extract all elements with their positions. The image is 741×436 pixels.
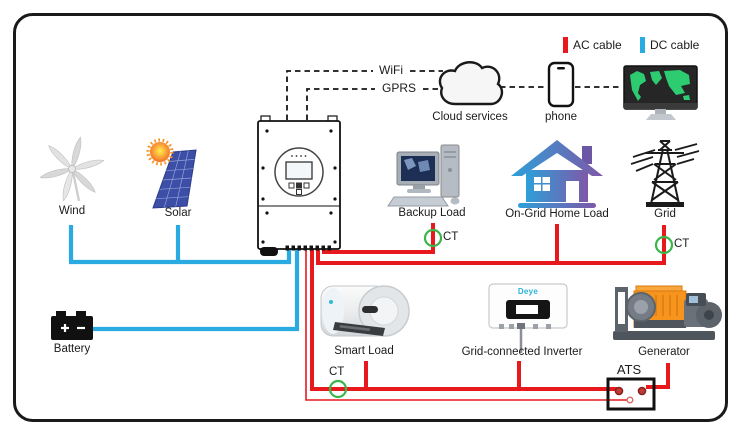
cloud-services-label: Cloud services	[432, 111, 508, 123]
battery-label: Battery	[53, 343, 91, 355]
phone-icon	[547, 61, 575, 108]
backup-load-label: Backup Load	[398, 207, 466, 219]
monitor-icon	[623, 65, 698, 120]
house-icon	[511, 140, 603, 208]
ct-ring-grid	[654, 235, 674, 255]
string-inverter-icon	[488, 283, 568, 329]
ct-label-smartload: CT	[329, 366, 345, 378]
diagram-border	[13, 13, 728, 422]
ats-box	[606, 377, 656, 411]
generator-icon	[613, 285, 722, 340]
wind-label: Wind	[58, 205, 86, 217]
generator-label: Generator	[638, 346, 690, 358]
comm-links	[286, 70, 621, 120]
dc-cable-swatch	[640, 37, 645, 53]
ongrid-home-load-label: On-Grid Home Load	[505, 208, 609, 220]
hybrid-inverter-icon	[257, 115, 341, 256]
dc-cables	[68, 225, 300, 332]
computer-icon	[387, 144, 460, 207]
gprs-label: GPRS	[378, 81, 420, 96]
water-heater-icon	[320, 285, 410, 337]
ct-markers	[328, 228, 674, 399]
sun-icon	[146, 138, 174, 166]
ct-ring-backup	[423, 228, 443, 248]
ac-cable-swatch	[563, 37, 568, 53]
solar-label: Solar	[164, 207, 192, 219]
grid-connected-inverter-label: Grid-connected Inverter	[461, 346, 583, 358]
wind-turbine-icon	[39, 136, 105, 202]
cloud-icon	[438, 61, 504, 106]
grid-label: Grid	[654, 208, 676, 220]
battery-icon	[51, 311, 93, 340]
ct-ring-smartload	[328, 379, 348, 399]
solar-panel-icon	[146, 138, 197, 209]
inverter-brand-label: Deye	[517, 287, 539, 296]
smart-load-label: Smart Load	[334, 345, 394, 357]
phone-label: phone	[545, 111, 577, 123]
wifi-label: WiFi	[376, 63, 406, 78]
ct-label-grid: CT	[674, 238, 690, 250]
grid-tower-icon	[630, 140, 700, 207]
ac-cable-label: AC cable	[573, 38, 622, 52]
ct-label-backup: CT	[443, 231, 459, 243]
dc-cable-label: DC cable	[650, 38, 700, 52]
ats-label: ATS	[616, 362, 642, 377]
